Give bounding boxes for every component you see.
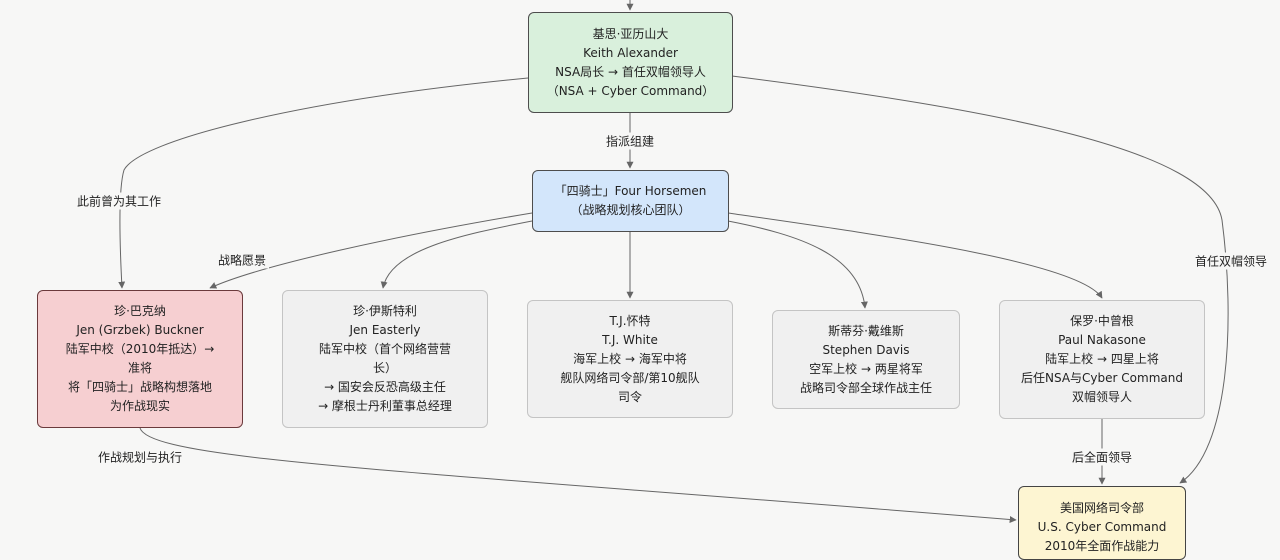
buckner-line-3: 陆军中校（2010年抵达）→ — [65, 342, 215, 356]
edge-label-later-lead: 后全面领导 — [1068, 448, 1136, 466]
buckner-line-1: 珍·巴克纳 — [114, 304, 166, 318]
white-line-4: 舰队网络司令部/第10舰队 — [560, 370, 700, 385]
node-jen-buckner[interactable]: 珍·巴克纳 Jen (Grzbek) Buckner 陆军中校（2010年抵达）… — [37, 290, 243, 428]
davis-line-3: 空军上校 → 两星将军 — [809, 361, 923, 376]
keith-line-2: Keith Alexander — [583, 45, 678, 60]
horsemen-line-1: 「四骑士」Four Horsemen — [554, 184, 707, 198]
nakasone-line-2: Paul Nakasone — [1058, 333, 1146, 347]
node-tj-white[interactable]: T.J.怀特 T.J. White 海军上校 → 海军中将 舰队网络司令部/第1… — [527, 300, 733, 418]
easterly-line-6: → 摩根士丹利董事总经理 — [318, 399, 452, 413]
edge-label-assign: 指派组建 — [602, 132, 658, 150]
buckner-line-2: Jen (Grzbek) Buckner — [76, 323, 204, 337]
cybercom-line-2: U.S. Cyber Command — [1037, 520, 1167, 534]
buckner-line-4: 准将 — [127, 361, 152, 375]
nakasone-line-5: 双帽领导人 — [1071, 390, 1132, 404]
buckner-line-5: 将「四骑士」战略构想落地 — [67, 380, 212, 394]
edge-layer — [118, 0, 1229, 523]
easterly-line-4: 长） — [372, 361, 397, 375]
white-line-1: T.J.怀特 — [609, 313, 651, 328]
nakasone-line-4: 后任NSA与Cyber Command — [1021, 371, 1183, 385]
keith-line-4: （NSA + Cyber Command） — [546, 83, 715, 98]
cybercom-line-3: 2010年全面作战能力 — [1044, 539, 1160, 553]
edge-label-first-dual-hat: 首任双帽领导 — [1191, 252, 1271, 270]
edge-buckner-cybercom — [139, 427, 1017, 523]
keith-line-3: NSA局长 → 首任双帽领导人 — [555, 64, 706, 79]
davis-line-2: Stephen Davis — [822, 342, 910, 357]
edge-horsemen-buckner — [209, 212, 533, 289]
edge-label-vision: 战略愿景 — [214, 251, 270, 269]
cybercom-line-1: 美国网络司令部 — [1059, 501, 1144, 515]
horsemen-line-2: （战略规划核心团队） — [570, 203, 691, 217]
node-us-cyber-command[interactable]: 美国网络司令部 U.S. Cyber Command 2010年全面作战能力 — [1018, 486, 1186, 560]
node-stephen-davis[interactable]: 斯蒂芬·戴维斯 Stephen Davis 空军上校 → 两星将军 战略司令部全… — [772, 310, 960, 409]
easterly-line-5: → 国安会反恐高级主任 — [324, 380, 446, 394]
node-jen-easterly[interactable]: 珍·伊斯特利 Jen Easterly 陆军中校（首个网络营营 长） → 国安会… — [282, 290, 488, 428]
white-line-3: 海军上校 → 海军中将 — [573, 351, 687, 366]
edge-horsemen-easterly — [380, 220, 533, 289]
edge-keith-buckner — [118, 77, 529, 289]
node-paul-nakasone[interactable]: 保罗·中曾根 Paul Nakasone 陆军上校 → 四星上将 后任NSA与C… — [999, 300, 1205, 419]
edge-horsemen-nakasone — [727, 212, 1103, 299]
white-line-5: 司令 — [617, 389, 642, 404]
node-keith-alexander[interactable]: 基思·亚历山大 Keith Alexander NSA局长 → 首任双帽领导人 … — [528, 12, 733, 113]
nakasone-line-1: 保罗·中曾根 — [1070, 314, 1134, 328]
easterly-line-1: 珍·伊斯特利 — [353, 304, 417, 318]
edge-horsemen-davis — [727, 220, 868, 309]
edge-label-worked-for: 此前曾为其工作 — [73, 192, 165, 210]
keith-line-1: 基思·亚历山大 — [592, 26, 669, 41]
nakasone-line-3: 陆军上校 → 四星上将 — [1045, 352, 1159, 366]
easterly-line-3: 陆军中校（首个网络营营 — [318, 342, 451, 356]
edge-label-execution: 作战规划与执行 — [94, 448, 186, 466]
buckner-line-6: 为作战现实 — [109, 399, 170, 413]
easterly-line-2: Jen Easterly — [349, 323, 421, 337]
edge-keith-cybercom — [731, 75, 1229, 484]
davis-line-1: 斯蒂芬·戴维斯 — [828, 323, 904, 338]
davis-line-4: 战略司令部全球作战主任 — [799, 380, 932, 395]
white-line-2: T.J. White — [602, 332, 658, 347]
node-four-horsemen[interactable]: 「四骑士」Four Horsemen （战略规划核心团队） — [532, 170, 729, 232]
